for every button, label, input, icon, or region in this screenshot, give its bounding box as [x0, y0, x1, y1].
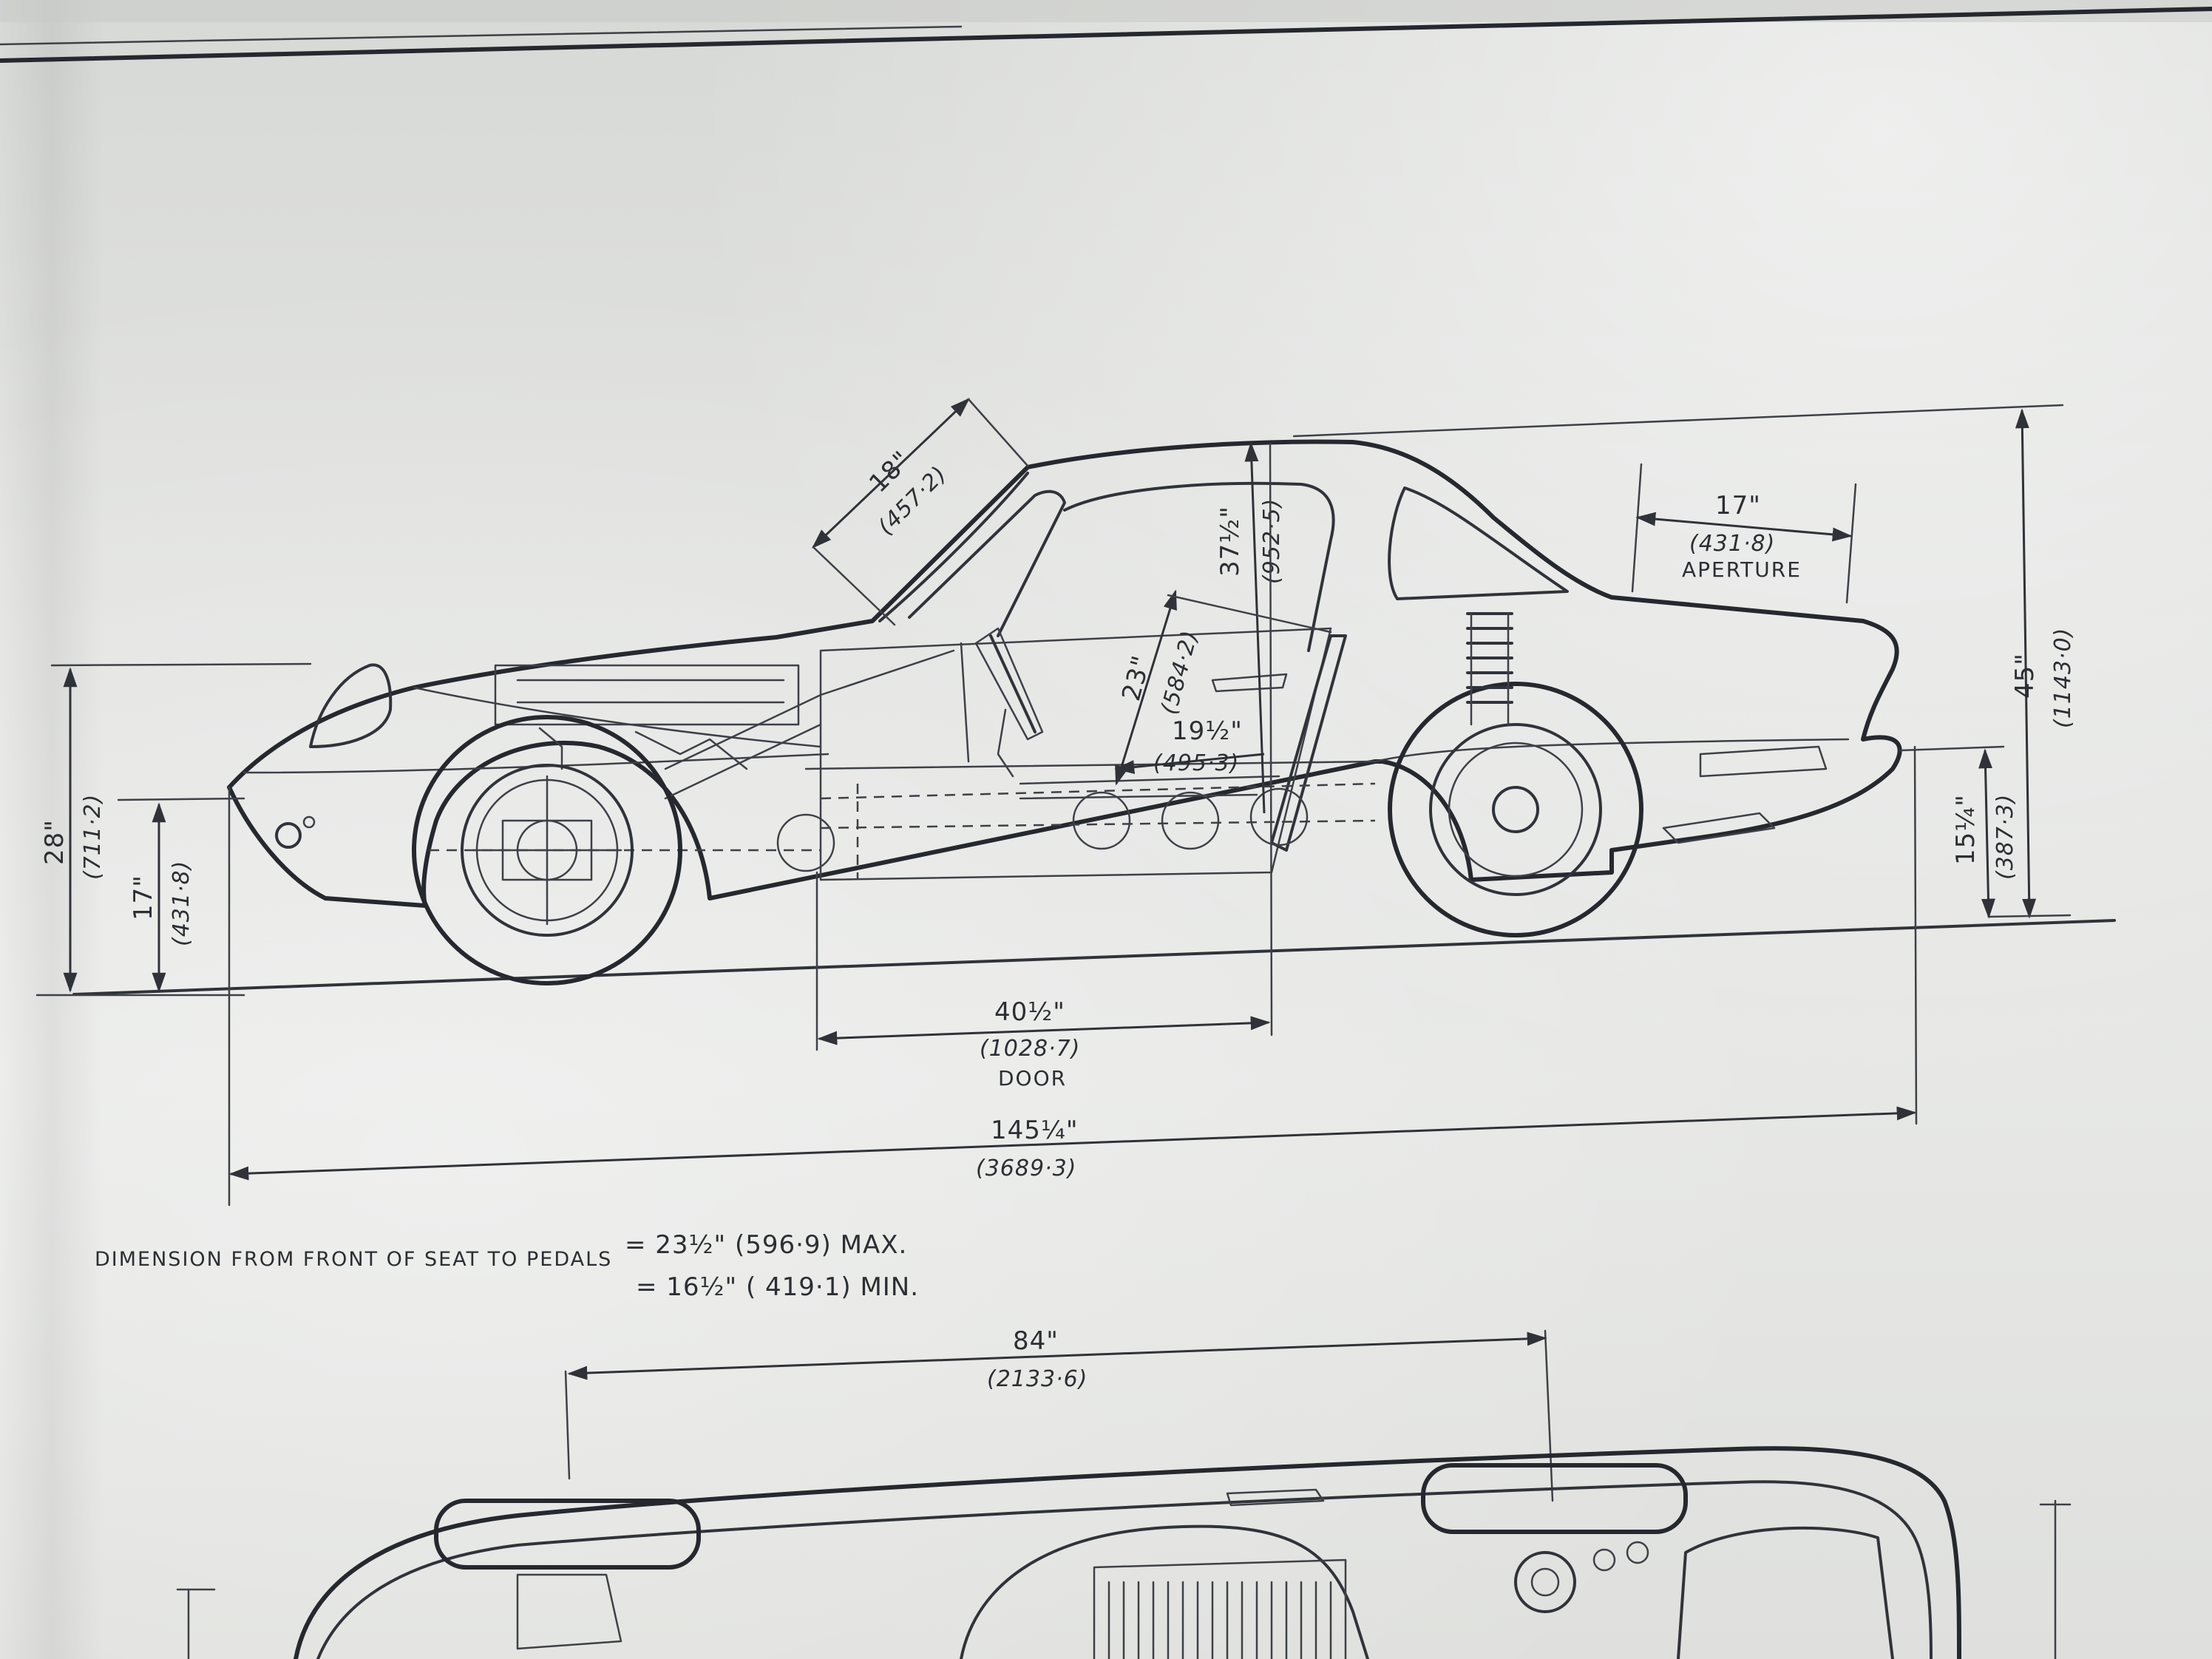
aperture-imperial: 17": [1715, 491, 1761, 520]
note-max: = 23½" (596·9) MAX.: [625, 1230, 907, 1260]
cushion-metric: (495·3): [1153, 750, 1239, 776]
headroom-imperial: 37½": [1215, 506, 1245, 577]
seat-back-metric: (584·2): [1156, 628, 1204, 717]
front-wheel: [412, 715, 682, 985]
engine: [494, 664, 800, 726]
dim-front-height: 28" (711·2): [35, 662, 312, 997]
dim-rear-aperture: 17" (431·8) APERTURE: [1631, 463, 1857, 604]
front-height-metric: (711·2): [80, 794, 106, 880]
page-border: [0, 7, 2212, 63]
dim-overall-length: 145¼" (3689·3): [228, 745, 1918, 1207]
sidelamp: [275, 822, 302, 849]
seat-back: [1270, 634, 1347, 852]
door-metric: (1028·7): [980, 1036, 1080, 1062]
rear-wheel: [1388, 682, 1643, 937]
rear-quarter-window: [1388, 486, 1569, 600]
track-metric: (2133·6): [987, 1366, 1088, 1392]
front-height-imperial: 28": [40, 819, 69, 865]
body-outline: [227, 439, 1902, 908]
length-imperial: 145¼": [991, 1116, 1079, 1145]
dim-plan-track: 84" (2133·6): [564, 1326, 1554, 1502]
door-handle: [1211, 673, 1288, 693]
aperture-caption: APERTURE: [1682, 557, 1802, 582]
note-label: DIMENSION FROM FRONT OF SEAT TO PEDALS: [95, 1248, 612, 1271]
plan-rear-wheel: [1421, 1463, 1688, 1534]
rear-height-metric: (387·3): [1992, 794, 2018, 880]
ground-line: [72, 919, 2116, 996]
headlamp: [309, 663, 393, 748]
seat-to-pedals-note: DIMENSION FROM FRONT OF SEAT TO PEDALS =…: [95, 1230, 919, 1302]
lamp-height-imperial: 17": [129, 875, 158, 920]
steering-column: [989, 634, 1037, 733]
rear-suspension-spring: [1466, 612, 1513, 726]
length-metric: (3689·3): [976, 1156, 1076, 1181]
dim-headroom: 37½" (952·5): [1215, 441, 1285, 814]
height-metric: (1143·0): [2050, 628, 2076, 728]
car-plan-view: [176, 1446, 2072, 1659]
aperture-metric: (431·8): [1689, 531, 1775, 557]
dim-front-lamp-height: 17" (431·8): [117, 797, 245, 993]
cushion-imperial: 19½": [1172, 716, 1243, 746]
plan-front-wheel: [434, 1499, 701, 1570]
dim-overall-height: 45" (1143·0): [1292, 404, 2076, 919]
dim-door: 40½" (1028·7) DOOR: [815, 442, 1273, 1090]
car-side-view: [72, 439, 2116, 996]
headroom-metric: (952·5): [1259, 498, 1285, 584]
dim-rear-height: 15¼" (387·3): [1899, 745, 2018, 919]
track-imperial: 84": [1013, 1326, 1059, 1356]
door-imperial: 40½": [994, 997, 1065, 1027]
seat-back-imperial: 23": [1116, 652, 1157, 704]
door-caption: DOOR: [998, 1066, 1067, 1090]
lamp-height-metric: (431·8): [169, 861, 194, 946]
note-min: = 16½" ( 419·1) MIN.: [636, 1272, 919, 1302]
height-imperial: 45": [2010, 653, 2040, 699]
dim-seat-cushion: 19½" (495·3): [1114, 716, 1265, 776]
dim-windscreen: 18" (457·2): [812, 398, 1029, 626]
rear-height-imperial: 15¼": [1951, 794, 1981, 865]
